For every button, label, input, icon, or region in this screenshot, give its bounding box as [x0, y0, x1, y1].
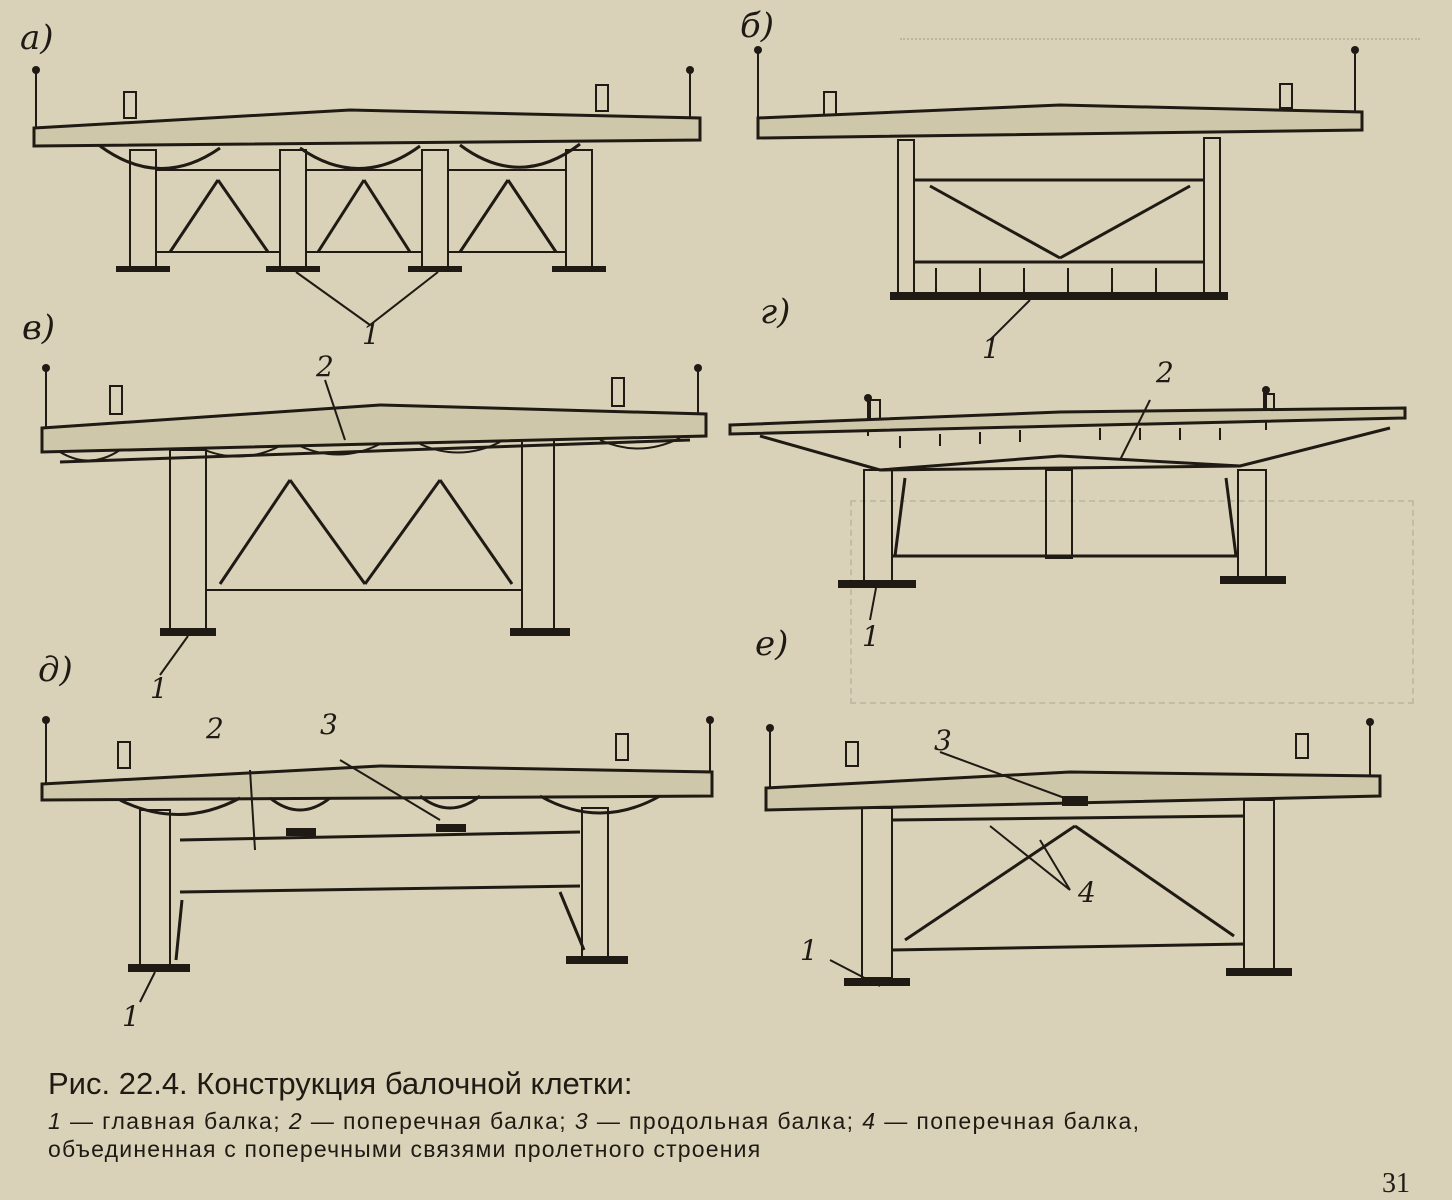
- callout-b-1: 1: [982, 332, 1000, 365]
- panel-e-drawing: [764, 718, 1382, 987]
- bleed-through-figure: [850, 500, 1414, 704]
- callout-v-2: 2: [316, 350, 334, 383]
- figure-caption-legend: 1 — главная балка; 2 — поперечная балка;…: [48, 1108, 1140, 1135]
- callout-d-2: 2: [206, 712, 224, 745]
- panel-label-e: е): [755, 624, 789, 664]
- callout-a-1: 1: [362, 318, 380, 351]
- figure-caption-legend-cont: объединенная с поперечными связями проле…: [48, 1136, 762, 1162]
- figure-caption-title: Рис. 22.4. Конструкция балочной клетки:: [48, 1066, 633, 1101]
- callout-e-1: 1: [800, 934, 818, 967]
- bleed-through-texture: [900, 8, 1420, 40]
- callout-d-1: 1: [122, 1000, 140, 1033]
- legend-text-2: — поперечная балка;: [303, 1108, 575, 1134]
- panel-label-v: в): [22, 308, 56, 348]
- callout-v-1: 1: [150, 672, 168, 705]
- callout-g-1: 1: [862, 620, 880, 653]
- callout-e-3: 3: [934, 724, 952, 757]
- beam-cage-drawing: [32, 46, 1407, 1003]
- callout-e-4: 4: [1078, 876, 1096, 909]
- legend-num-3: 3: [574, 1108, 590, 1134]
- panel-label-d: д): [38, 650, 73, 690]
- panel-label-a: а): [20, 18, 54, 58]
- legend-text-1: — главная балка;: [62, 1108, 289, 1134]
- panel-d-drawing: [40, 716, 714, 1003]
- panel-label-b: б): [740, 6, 775, 46]
- legend-num-4: 4: [862, 1108, 877, 1134]
- legend-num-1: 1: [48, 1108, 63, 1134]
- panel-b-drawing: [754, 46, 1364, 341]
- panel-label-g: г): [760, 292, 791, 332]
- legend-text-4: — поперечная балка,: [876, 1108, 1141, 1134]
- page-number: 31: [1382, 1168, 1410, 1199]
- panel-g-drawing: [728, 386, 1407, 621]
- callout-g-2: 2: [1156, 356, 1174, 389]
- panel-v-drawing: [40, 364, 708, 676]
- callout-d-3: 3: [320, 708, 338, 741]
- legend-num-2: 2: [288, 1108, 304, 1134]
- legend-text-3: — продольная балка;: [589, 1108, 863, 1134]
- panel-a-drawing: [32, 66, 702, 326]
